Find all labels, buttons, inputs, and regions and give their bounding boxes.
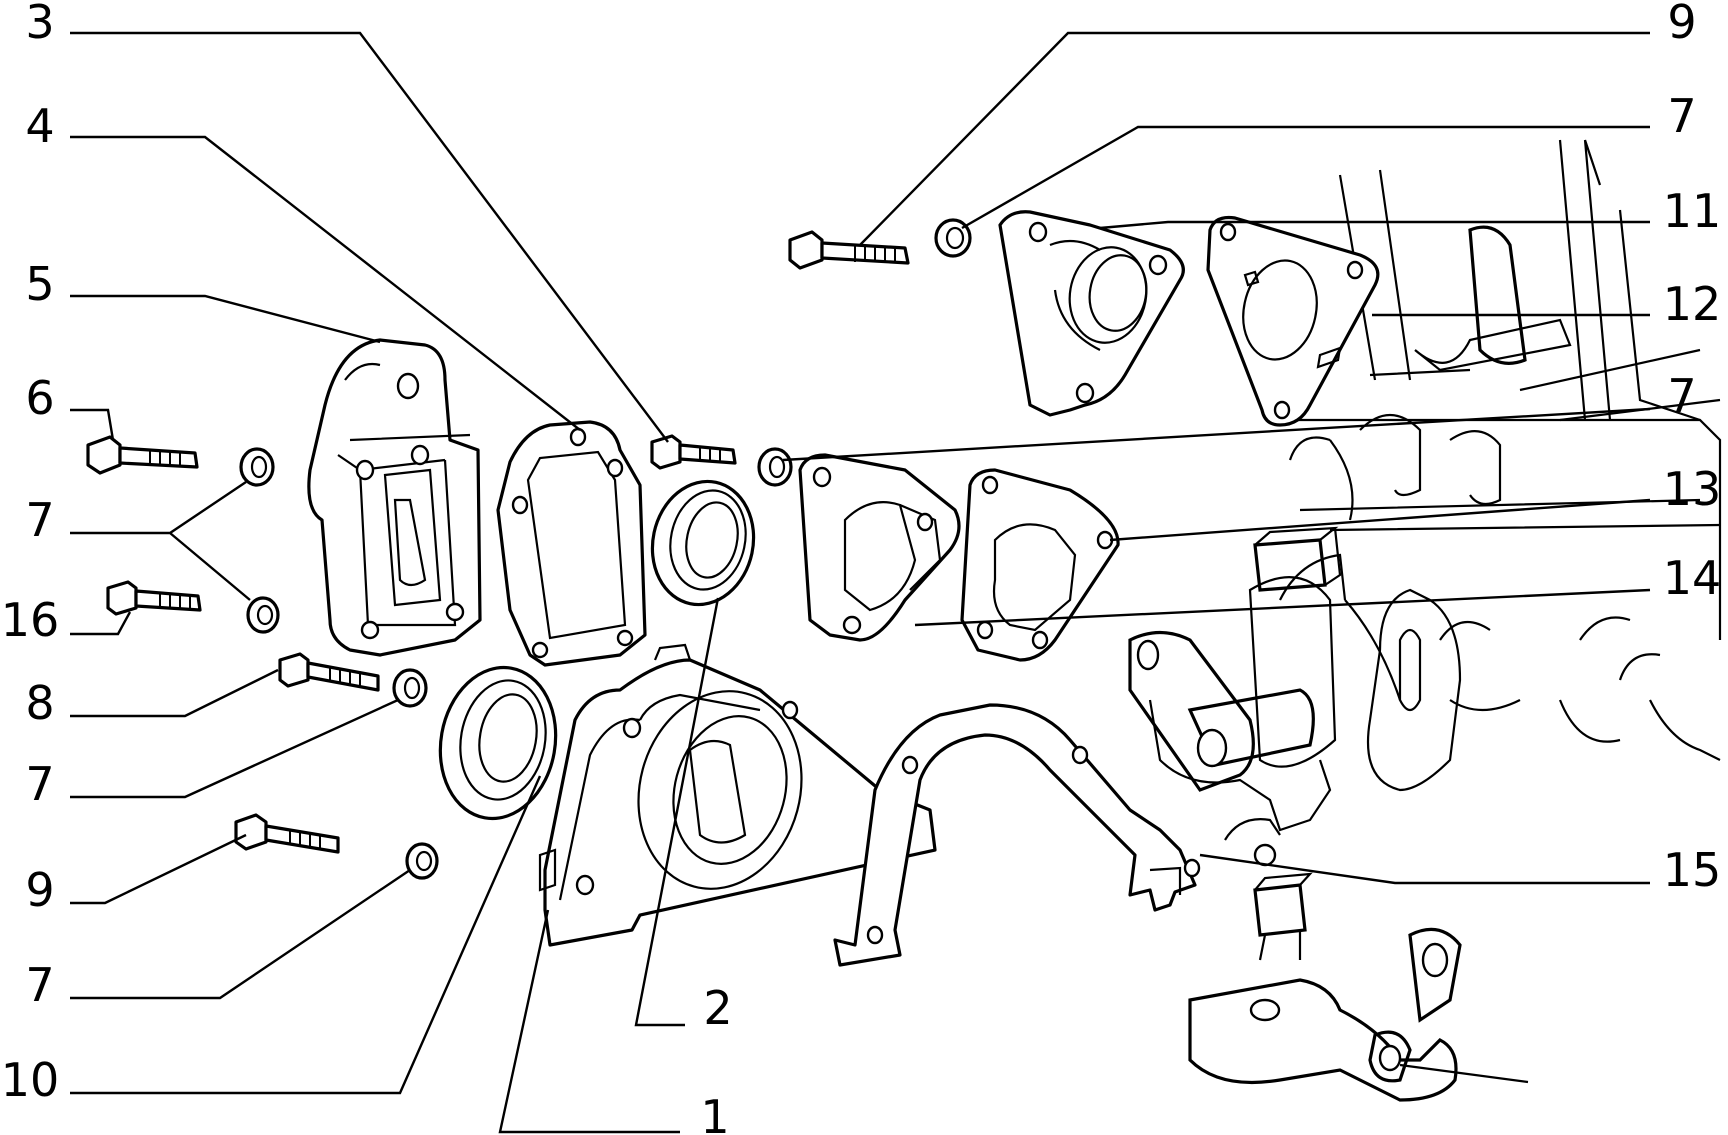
washer-7-mid <box>757 447 793 487</box>
part-14-housing <box>798 453 961 642</box>
washer-7-left-4 <box>405 842 439 880</box>
callout-12: 12 <box>1663 277 1722 331</box>
washer-7-left-2 <box>246 596 280 634</box>
washer-7-left-1 <box>239 447 275 487</box>
callout-6: 6 <box>25 371 54 425</box>
callout-5: 5 <box>25 257 54 311</box>
callout-1: 1 <box>700 1090 729 1135</box>
part-4-gasket <box>496 420 647 667</box>
callout-16: 16 <box>1 593 60 647</box>
bolt-16 <box>106 580 202 616</box>
bolt-6 <box>86 435 199 475</box>
bolt-9-left <box>234 813 340 854</box>
callout-4: 4 <box>25 99 54 153</box>
bolt-3 <box>650 434 737 470</box>
callout-15: 15 <box>1663 843 1722 897</box>
callout-7-left-1: 7 <box>25 493 54 547</box>
callout-13: 13 <box>1663 462 1722 516</box>
bolt-9-top <box>788 230 910 270</box>
part-1-rear-cover <box>538 643 937 947</box>
callout-8: 8 <box>25 676 54 730</box>
callout-7-left-3: 7 <box>25 958 54 1012</box>
part-11-flange <box>998 210 1185 417</box>
callout-3: 3 <box>25 0 54 49</box>
part-12-gasket <box>1206 215 1380 427</box>
part-2-seal <box>650 479 756 607</box>
part-15-gasket <box>833 703 1201 967</box>
callout-14: 14 <box>1663 551 1722 605</box>
washer-7-top <box>934 218 972 258</box>
callout-10: 10 <box>1 1053 60 1107</box>
bolt-8 <box>278 652 380 692</box>
part-10-seal <box>438 665 558 821</box>
callout-2: 2 <box>703 981 732 1035</box>
callout-9-left: 9 <box>25 863 54 917</box>
callout-7-left-2: 7 <box>25 757 54 811</box>
part-5-cover <box>307 338 482 657</box>
washer-7-left-3 <box>392 668 428 708</box>
callout-7-right-2: 7 <box>1667 369 1696 423</box>
callout-11: 11 <box>1663 184 1722 238</box>
leader-lines <box>70 31 1651 1134</box>
callout-9-right: 9 <box>1667 0 1696 49</box>
part-13-gasket <box>960 468 1120 662</box>
callout-7-right-1: 7 <box>1667 89 1696 143</box>
